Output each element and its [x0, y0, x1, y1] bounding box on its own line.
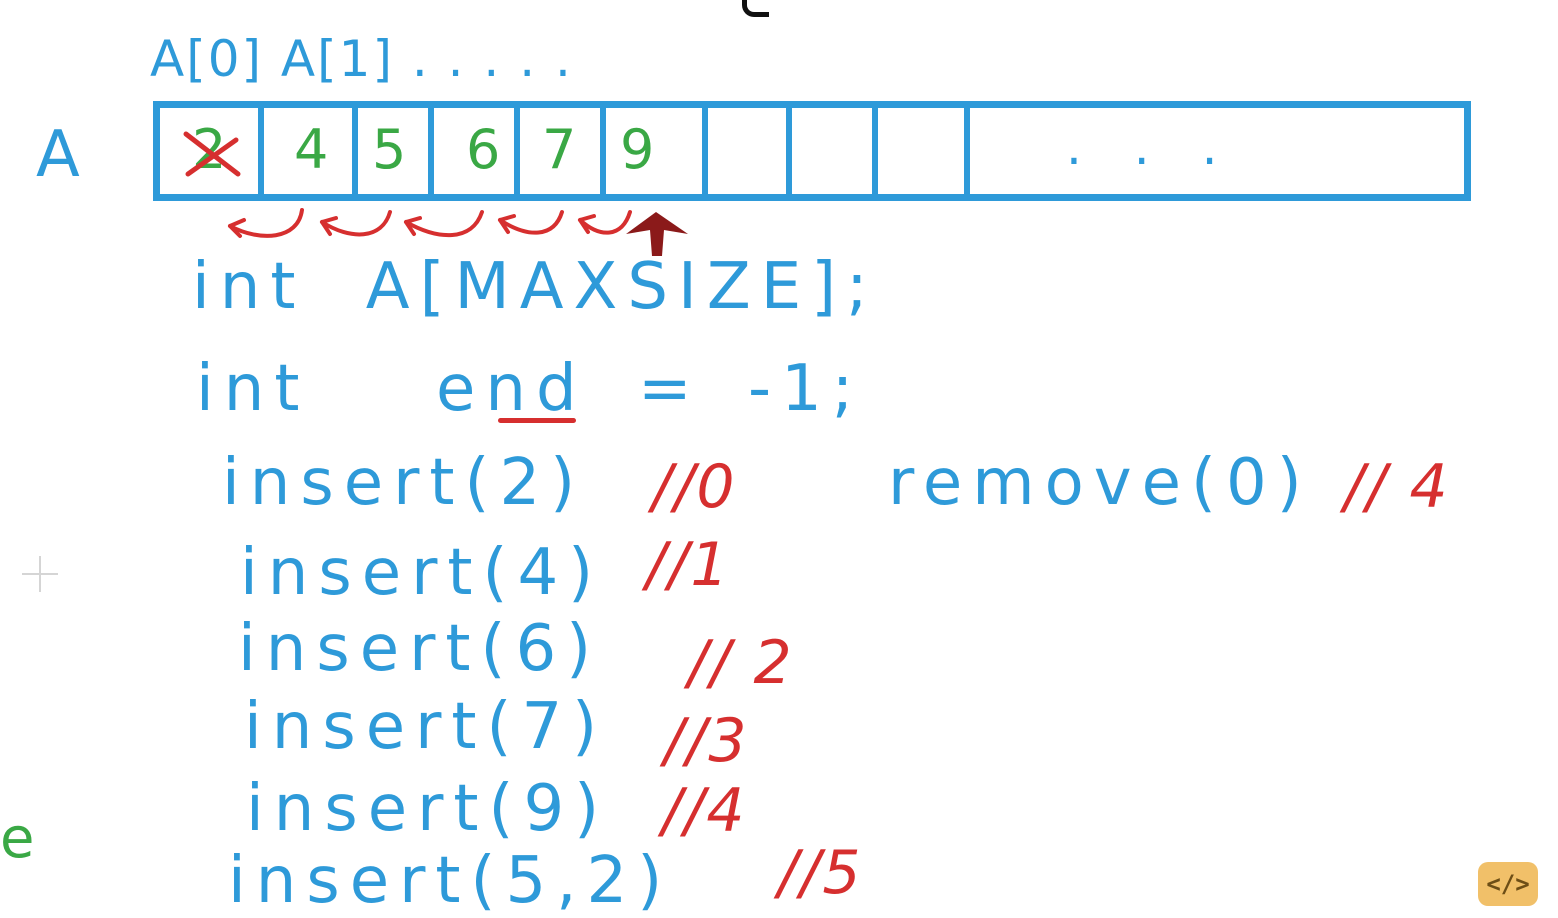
- code-decl-end-value: = -1;: [638, 352, 864, 426]
- cross-out-mark: [183, 131, 241, 177]
- insert-comment-5: //4: [662, 776, 747, 846]
- margin-text: e: [0, 806, 35, 871]
- insert-call-2: insert(4): [240, 536, 604, 610]
- remove-call: remove(0): [888, 446, 1312, 520]
- insert-comment-6: //5: [778, 838, 863, 908]
- array-cell-5: 9: [620, 118, 655, 181]
- insert-call-3: insert(6): [238, 612, 602, 686]
- remove-comment: // 4: [1344, 452, 1450, 522]
- insert-call-1: insert(2): [222, 446, 586, 520]
- cell-divider: [872, 101, 878, 201]
- shift-arrows: [228, 208, 632, 238]
- cell-divider: [258, 101, 264, 201]
- array-label: A: [36, 118, 80, 192]
- cell-divider: [964, 101, 970, 201]
- array-cell-2: 5: [372, 118, 407, 181]
- cell-divider: [702, 101, 708, 201]
- insert-comment-3: // 2: [688, 628, 794, 698]
- array-cell-4: 7: [542, 118, 577, 181]
- cell-divider: [428, 101, 434, 201]
- insert-call-6: insert(5,2): [228, 844, 673, 918]
- ink-mark: [742, 0, 769, 17]
- end-pointer-arrow: [626, 212, 688, 256]
- insert-call-5: insert(9): [246, 772, 610, 846]
- index-header: A[0] A[1] . . . . .: [150, 30, 573, 88]
- array-box: [153, 101, 1471, 201]
- code-decl-end-variable: end: [436, 352, 587, 426]
- array-cell-1: 4: [294, 118, 329, 181]
- cell-divider: [786, 101, 792, 201]
- cell-divider: [352, 101, 358, 201]
- code-decl-end-keyword: int: [196, 352, 310, 426]
- cell-divider: [514, 101, 520, 201]
- array-cell-3: 6: [466, 118, 501, 181]
- insert-comment-2: //1: [646, 530, 731, 600]
- crosshair-cursor-icon: [22, 556, 58, 592]
- code-brackets-icon: </>: [1478, 862, 1538, 906]
- end-underline: [498, 418, 576, 423]
- array-cell-ellipsis: . . .: [1066, 118, 1236, 176]
- code-decl-array: int A[MAXSIZE];: [192, 250, 878, 324]
- insert-comment-4: //3: [664, 706, 749, 776]
- insert-comment-1: //0: [652, 452, 737, 522]
- insert-call-4: insert(7): [244, 690, 608, 764]
- cell-divider: [600, 101, 606, 201]
